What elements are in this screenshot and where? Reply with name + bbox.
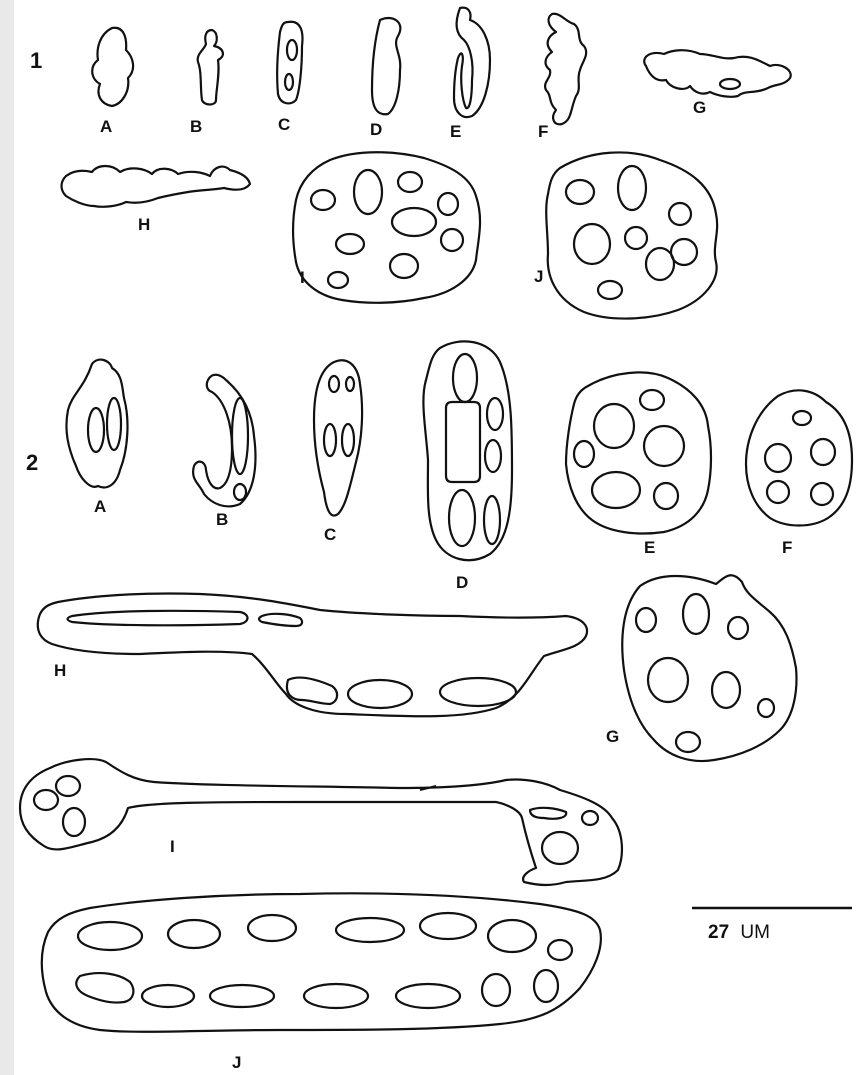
shape-1c <box>277 22 302 104</box>
shape-1j <box>546 152 717 318</box>
label-2h: H <box>54 661 66 680</box>
shape-2f <box>746 390 852 525</box>
label-1e: E <box>450 122 461 141</box>
shape-1i <box>293 152 480 303</box>
group-2-number: 2 <box>26 450 38 475</box>
shape-2j <box>42 893 601 1031</box>
label-2g: G <box>606 727 619 746</box>
scale-bar: 27 UM <box>692 908 852 943</box>
shape-2c <box>314 360 362 515</box>
label-1i: I <box>300 268 305 287</box>
label-1h: H <box>138 215 150 234</box>
group-1-number: 1 <box>30 48 42 73</box>
shape-2i <box>20 759 622 885</box>
shape-2d <box>423 341 512 560</box>
label-1d: D <box>370 120 382 139</box>
label-1j: J <box>534 267 543 286</box>
shape-1d <box>372 18 400 114</box>
label-2f: F <box>782 538 792 557</box>
shape-2e <box>566 372 711 533</box>
label-1f: F <box>538 122 548 141</box>
shape-2g <box>622 575 796 761</box>
label-2d: D <box>456 573 468 592</box>
shape-1g <box>644 50 790 97</box>
label-1g: G <box>693 98 706 117</box>
label-1c: C <box>278 115 290 134</box>
label-1a: A <box>100 117 112 136</box>
shape-2h <box>38 593 587 716</box>
shape-1h <box>62 166 251 207</box>
shape-1f <box>545 14 586 125</box>
label-2j: J <box>232 1053 241 1072</box>
label-2c: C <box>324 525 336 544</box>
label-2e: E <box>644 538 655 557</box>
shape-2b <box>193 375 255 507</box>
label-2b: B <box>216 510 228 529</box>
shape-2a <box>66 360 127 488</box>
scale-value: 27 <box>708 922 729 943</box>
shape-1a <box>92 28 133 106</box>
scale-unit: UM <box>740 922 770 943</box>
label-1b: B <box>190 117 202 136</box>
shape-1b <box>198 30 223 105</box>
label-2i: I <box>170 837 175 856</box>
label-2a: A <box>94 497 106 516</box>
margin-stipple <box>0 0 14 1075</box>
shape-1e <box>454 8 490 117</box>
svg-text:27 UM: 27 UM <box>708 922 770 943</box>
